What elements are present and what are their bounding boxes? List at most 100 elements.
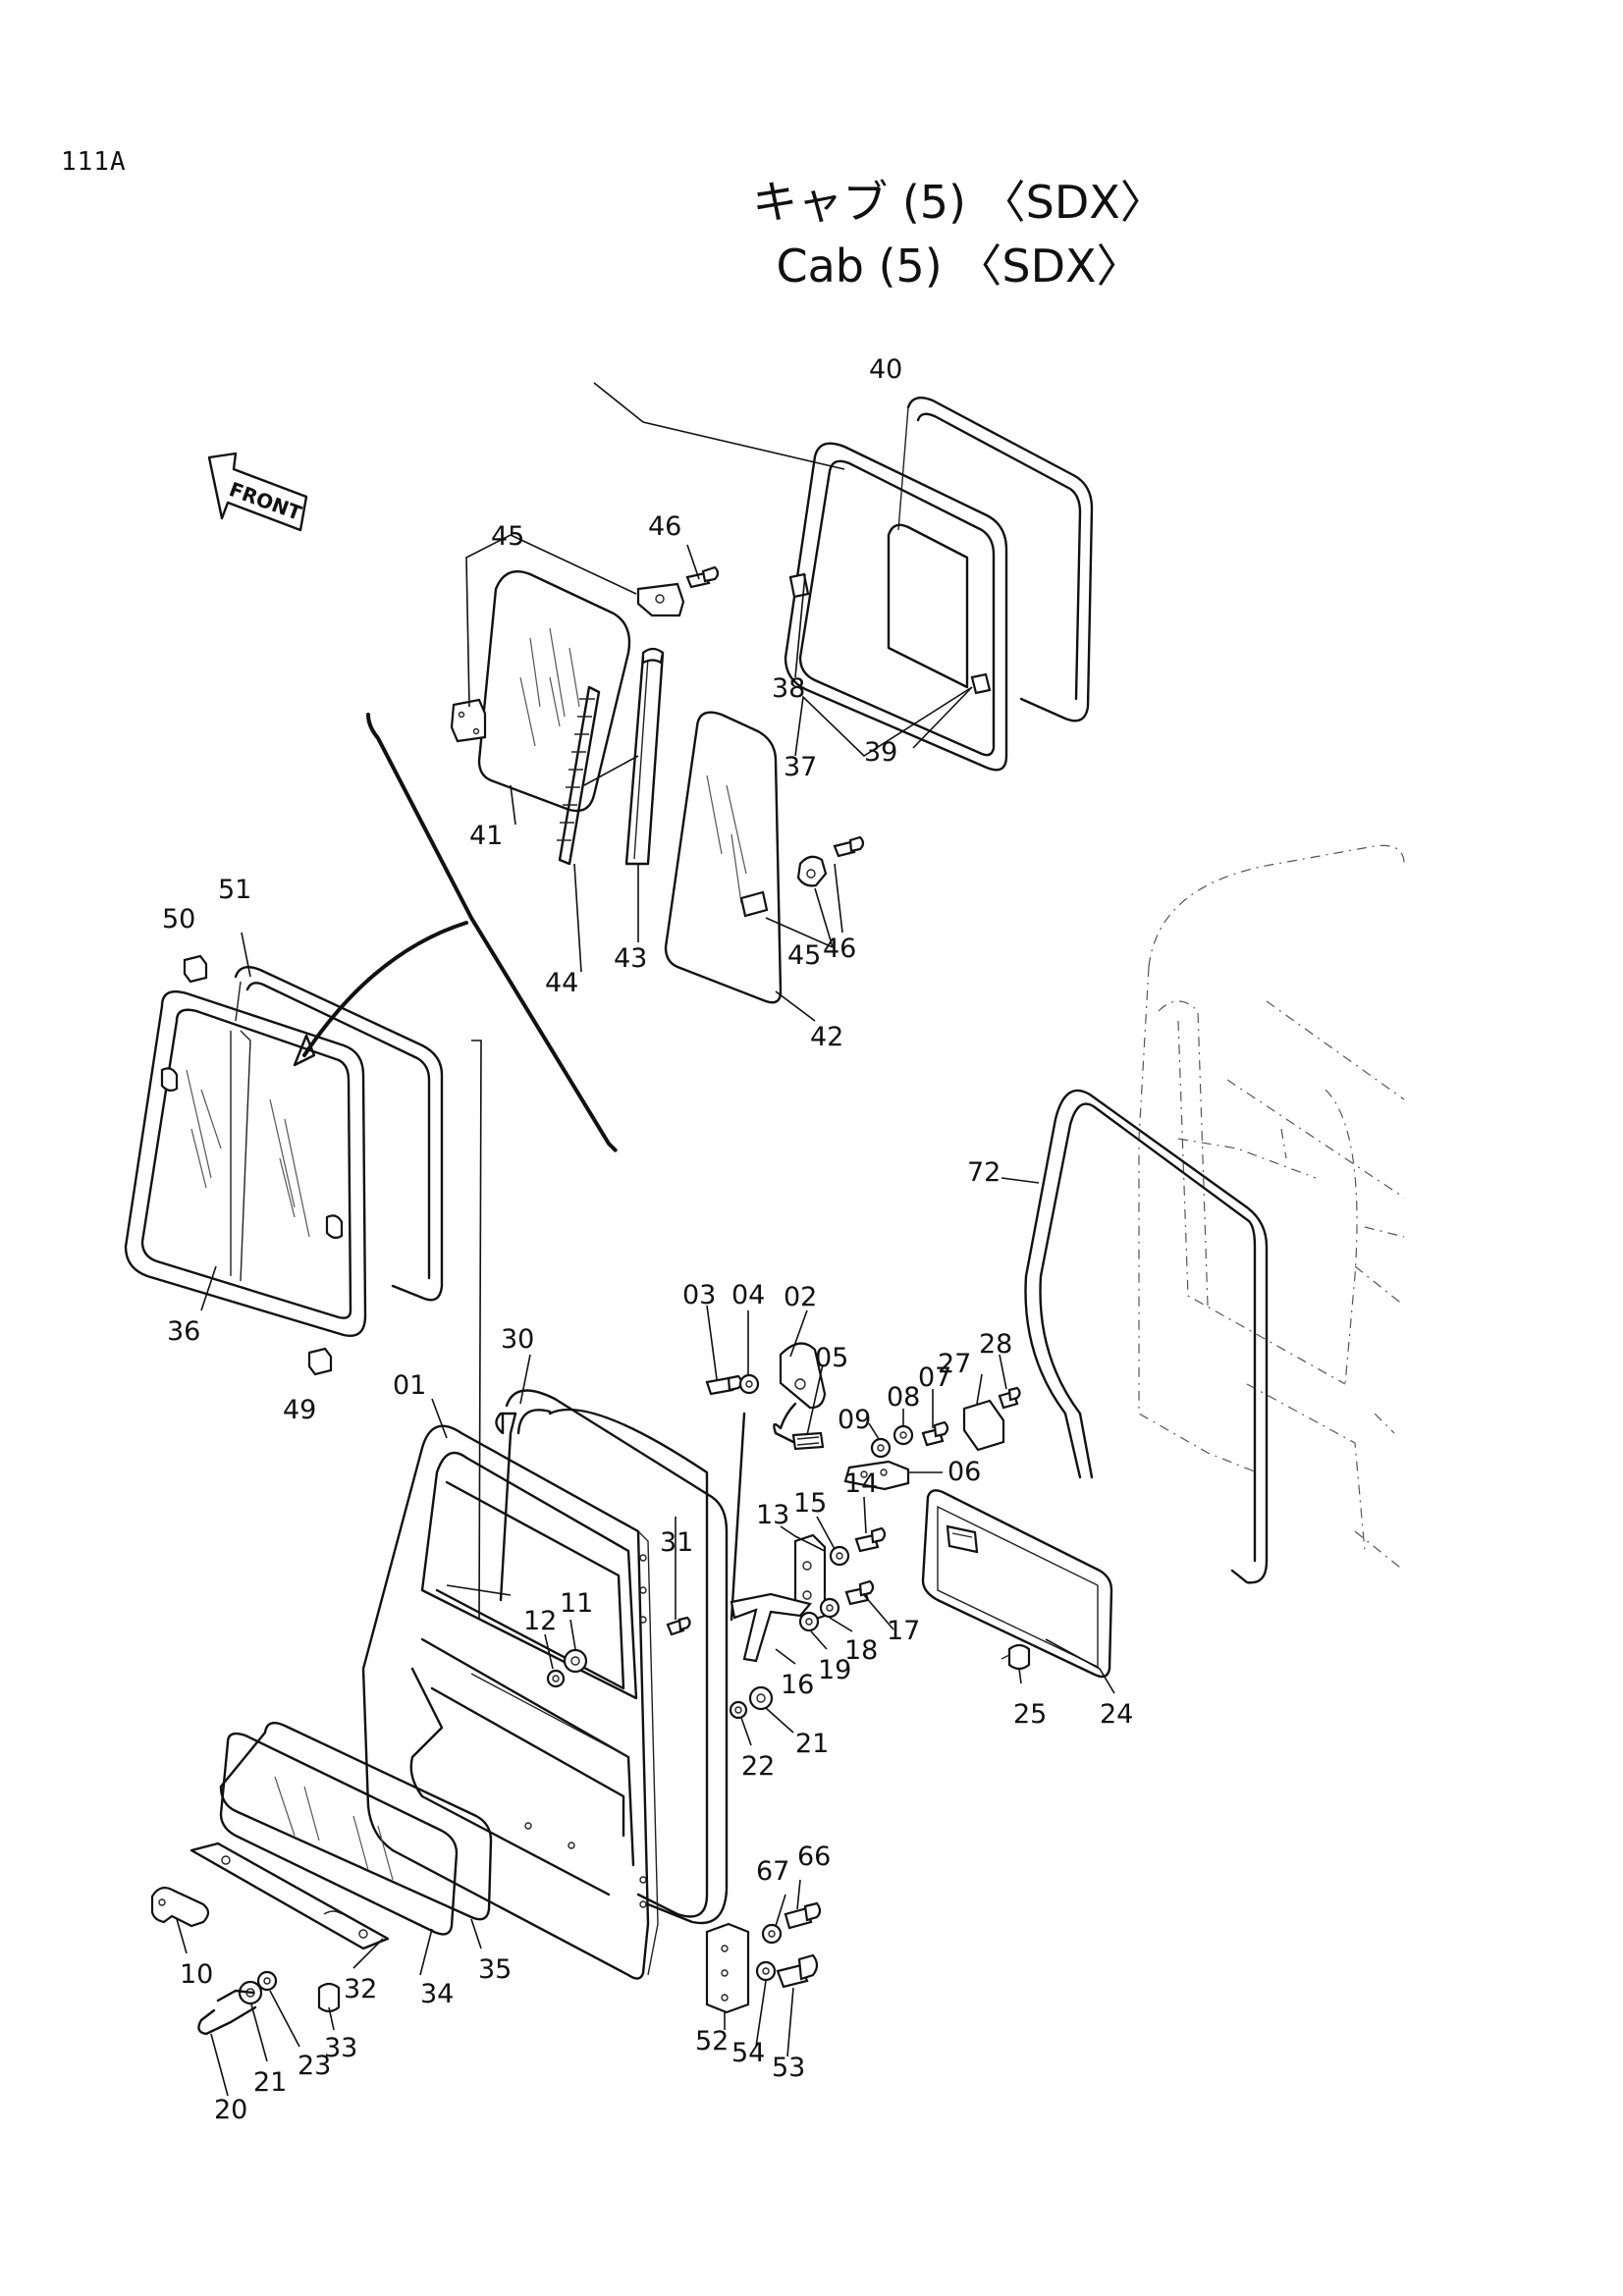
- stopper-49: [307, 1347, 333, 1376]
- label-11: 11: [560, 1588, 593, 1619]
- label-30: 30: [501, 1324, 534, 1355]
- label-45: 45: [491, 521, 524, 552]
- catch-39: [970, 672, 992, 695]
- label-09: 09: [838, 1405, 871, 1435]
- striker-parts: [843, 1420, 949, 1491]
- label-38: 38: [772, 673, 805, 704]
- label-53: 53: [772, 2053, 805, 2083]
- label-06: 06: [947, 1457, 981, 1487]
- rod-05: [791, 1431, 825, 1451]
- door-weatherstrip-72: [1024, 1089, 1269, 1584]
- mounting-plate-32: [189, 1842, 390, 1950]
- label-43: 43: [614, 943, 647, 974]
- switch-27: [962, 1399, 1005, 1452]
- grommet-25: [1007, 1643, 1031, 1671]
- washer-08: [893, 1424, 914, 1446]
- label-52: 52: [695, 2026, 729, 2056]
- nut-21-right: [748, 1685, 774, 1711]
- label-21-left: 21: [253, 2067, 287, 2098]
- label-50: 50: [162, 904, 195, 934]
- label-67: 67: [756, 1856, 789, 1887]
- label-34: 34: [420, 1979, 454, 2009]
- knob-33: [317, 1982, 341, 2013]
- label-36: 36: [167, 1316, 200, 1347]
- label-02: 02: [784, 1282, 817, 1312]
- label-41: 41: [469, 821, 503, 851]
- door-frame-01: [361, 1424, 659, 1980]
- label-07: 07: [918, 1362, 951, 1393]
- page-code: 111A: [61, 147, 127, 177]
- bolt-66: [784, 1906, 813, 1930]
- label-27: 27: [938, 1349, 971, 1379]
- bracket-45-top: [636, 565, 720, 617]
- label-51: 51: [218, 875, 251, 905]
- washer-23: [256, 1970, 278, 1992]
- washer-15: [829, 1545, 850, 1567]
- washer-09: [870, 1437, 892, 1459]
- label-42: 42: [810, 1022, 843, 1052]
- label-33: 33: [324, 2033, 357, 2063]
- handle-10: [150, 1886, 210, 1928]
- washer-67: [761, 1923, 783, 1945]
- title-english: Cab (5) 〈SDX〉: [776, 240, 1142, 293]
- label-03: 03: [682, 1280, 716, 1310]
- label-54: 54: [731, 2038, 765, 2068]
- glass-42: [664, 711, 865, 1004]
- label-35: 35: [478, 1954, 512, 1985]
- label-25: 25: [1013, 1699, 1047, 1730]
- label-37: 37: [784, 752, 817, 782]
- washer-19: [798, 1611, 820, 1632]
- label-24: 24: [1100, 1699, 1133, 1730]
- label-28: 28: [979, 1329, 1012, 1360]
- part-number-labels: 45 46 40 38 37 39 41 44 43 42 46 45 51 5…: [162, 354, 1133, 2125]
- striker-06: [843, 1460, 910, 1491]
- washer-18: [819, 1597, 840, 1619]
- channel-43: [624, 647, 665, 866]
- rest-45a: [450, 698, 487, 743]
- nut-11: [563, 1648, 588, 1674]
- label-44: 44: [545, 968, 578, 998]
- label-46: 46: [648, 511, 681, 542]
- door-lock-parts: [705, 1342, 827, 1622]
- label-46-lower: 46: [823, 934, 856, 964]
- front-direction-arrow: FRONT: [207, 452, 308, 532]
- window-seal-40: [897, 397, 1094, 722]
- label-40: 40: [869, 354, 902, 385]
- label-08: 08: [887, 1382, 920, 1413]
- stopper-50: [183, 954, 208, 984]
- leader-lines: [176, 382, 1115, 2097]
- label-66: 66: [797, 1842, 831, 1872]
- label-04: 04: [731, 1280, 765, 1310]
- window-seal-51: [234, 966, 444, 1302]
- label-18: 18: [844, 1635, 878, 1666]
- label-19: 19: [818, 1655, 851, 1685]
- cab-body-outline: [1138, 844, 1405, 1572]
- label-32: 32: [344, 1974, 377, 2004]
- detail-guide: [293, 713, 618, 1152]
- glass-41: [450, 569, 631, 813]
- bracket-16: [730, 1579, 875, 1663]
- label-23: 23: [298, 2051, 331, 2081]
- label-14: 14: [844, 1468, 878, 1499]
- lower-glass-34-35: [219, 1722, 493, 1936]
- label-72: 72: [967, 1157, 1001, 1188]
- label-10: 10: [180, 1959, 213, 1990]
- label-01: 01: [393, 1370, 426, 1401]
- label-12: 12: [523, 1606, 557, 1636]
- washer-04: [738, 1373, 760, 1395]
- washer-54: [755, 1960, 777, 1982]
- label-31: 31: [660, 1527, 693, 1558]
- washer-22: [729, 1700, 748, 1720]
- run-channel-44: [557, 685, 601, 866]
- label-13: 13: [756, 1500, 789, 1530]
- label-39: 39: [864, 737, 897, 768]
- grip-20: [197, 2005, 257, 2036]
- label-17: 17: [887, 1616, 920, 1646]
- label-45-lower: 45: [787, 940, 821, 971]
- title-japanese: キャブ (5) 〈SDX〉: [752, 176, 1165, 229]
- label-15: 15: [793, 1488, 827, 1519]
- label-22: 22: [741, 1751, 775, 1782]
- label-49: 49: [283, 1395, 316, 1425]
- window-frame-37: [784, 442, 1008, 772]
